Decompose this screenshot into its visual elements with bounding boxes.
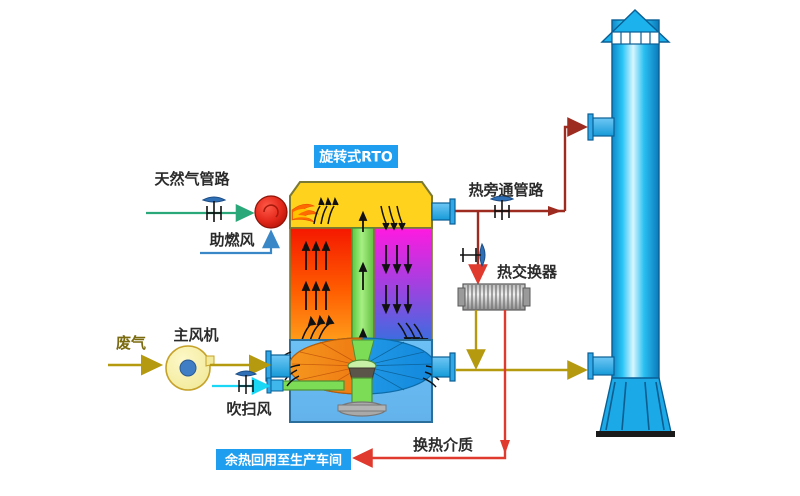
waste-gas-label: 废气	[116, 334, 146, 352]
combustion-air-label: 助燃风	[209, 231, 254, 249]
natural-gas-line: 天然气管路	[146, 170, 255, 223]
hot-bypass-label: 热旁通管路	[468, 181, 544, 199]
rotary-distributor	[288, 337, 436, 417]
heat-medium-loop: 换热介质	[352, 310, 510, 468]
bed-left-up-arrows	[301, 240, 335, 343]
hot-bypass-valve-icon	[489, 195, 515, 220]
combustion-air-line: 助燃风	[200, 229, 281, 255]
main-fan-label: 主风机	[173, 326, 218, 344]
burner	[254, 195, 288, 229]
exhaust-stack	[587, 9, 675, 437]
purge-duct	[275, 380, 345, 391]
waste-heat-reuse-text: 余热回用至生产车间	[224, 453, 342, 469]
stack-nozzle-lower	[587, 352, 615, 380]
main-fan: 主风机	[165, 326, 219, 391]
stack-nozzle-upper	[587, 113, 615, 141]
waste-gas-inlet: 废气	[108, 334, 164, 376]
rto-purge-nozzle	[266, 377, 284, 394]
rto-vessel	[265, 181, 456, 423]
purge-air-label: 吹扫风	[226, 400, 271, 418]
heat-medium-label: 换热介质	[413, 436, 473, 454]
bed-cool-right	[373, 227, 433, 341]
rto-bottom-outlet-nozzle	[431, 352, 456, 382]
heat-exchanger-inlet-valve-icon	[460, 242, 486, 268]
rto-title-badge-text: 旋转式RTO	[318, 149, 393, 166]
natural-gas-line-label: 天然气管路	[154, 170, 230, 188]
heat-exchanger: 热交换器	[457, 263, 558, 311]
heat-exchanger-label: 热交换器	[497, 263, 558, 281]
purge-air-valve-icon	[234, 370, 258, 394]
purge-air-line: 吹扫风	[212, 370, 272, 418]
clean-gas-piping	[455, 310, 588, 380]
rto-title-badge: 旋转式RTO	[314, 145, 398, 168]
hot-bypass-line: 热旁通管路	[455, 117, 588, 285]
chamber-flow-arrows	[313, 197, 406, 231]
rto-inlet-nozzle	[265, 350, 291, 382]
natural-gas-valve-icon	[201, 196, 227, 222]
waste-heat-reuse-badge: 余热回用至生产车间	[216, 449, 351, 470]
rto-top-outlet-nozzle	[431, 198, 456, 225]
